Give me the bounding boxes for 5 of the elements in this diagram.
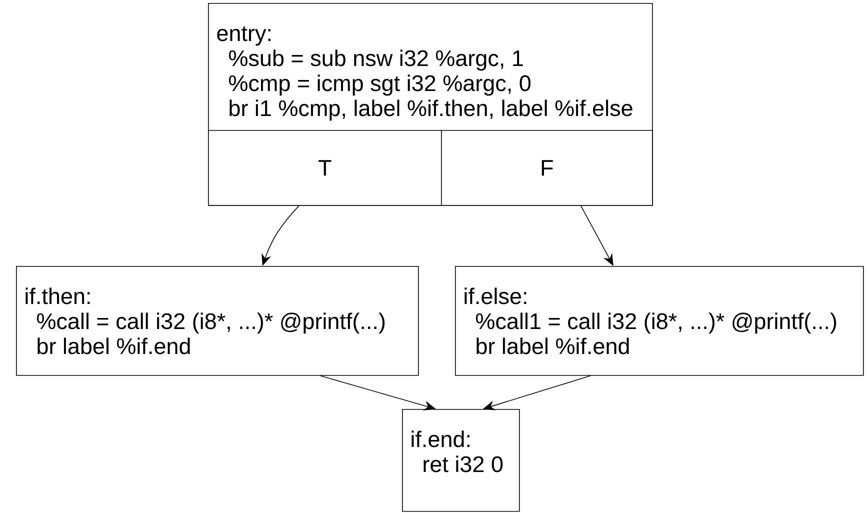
code-block-box: if.else: %call1 = call i32 (i8*, ...)* @printf(...) br label %if.end xyxy=(455,266,864,376)
code-block-box: if.end: ret i32 0 xyxy=(402,409,520,512)
code-block-box: if.then: %call = call i32 (i8*, ...)* @printf(...) br label %if.end xyxy=(16,266,419,376)
branch-cell: T xyxy=(208,130,442,206)
branch-cell: F xyxy=(441,130,653,206)
